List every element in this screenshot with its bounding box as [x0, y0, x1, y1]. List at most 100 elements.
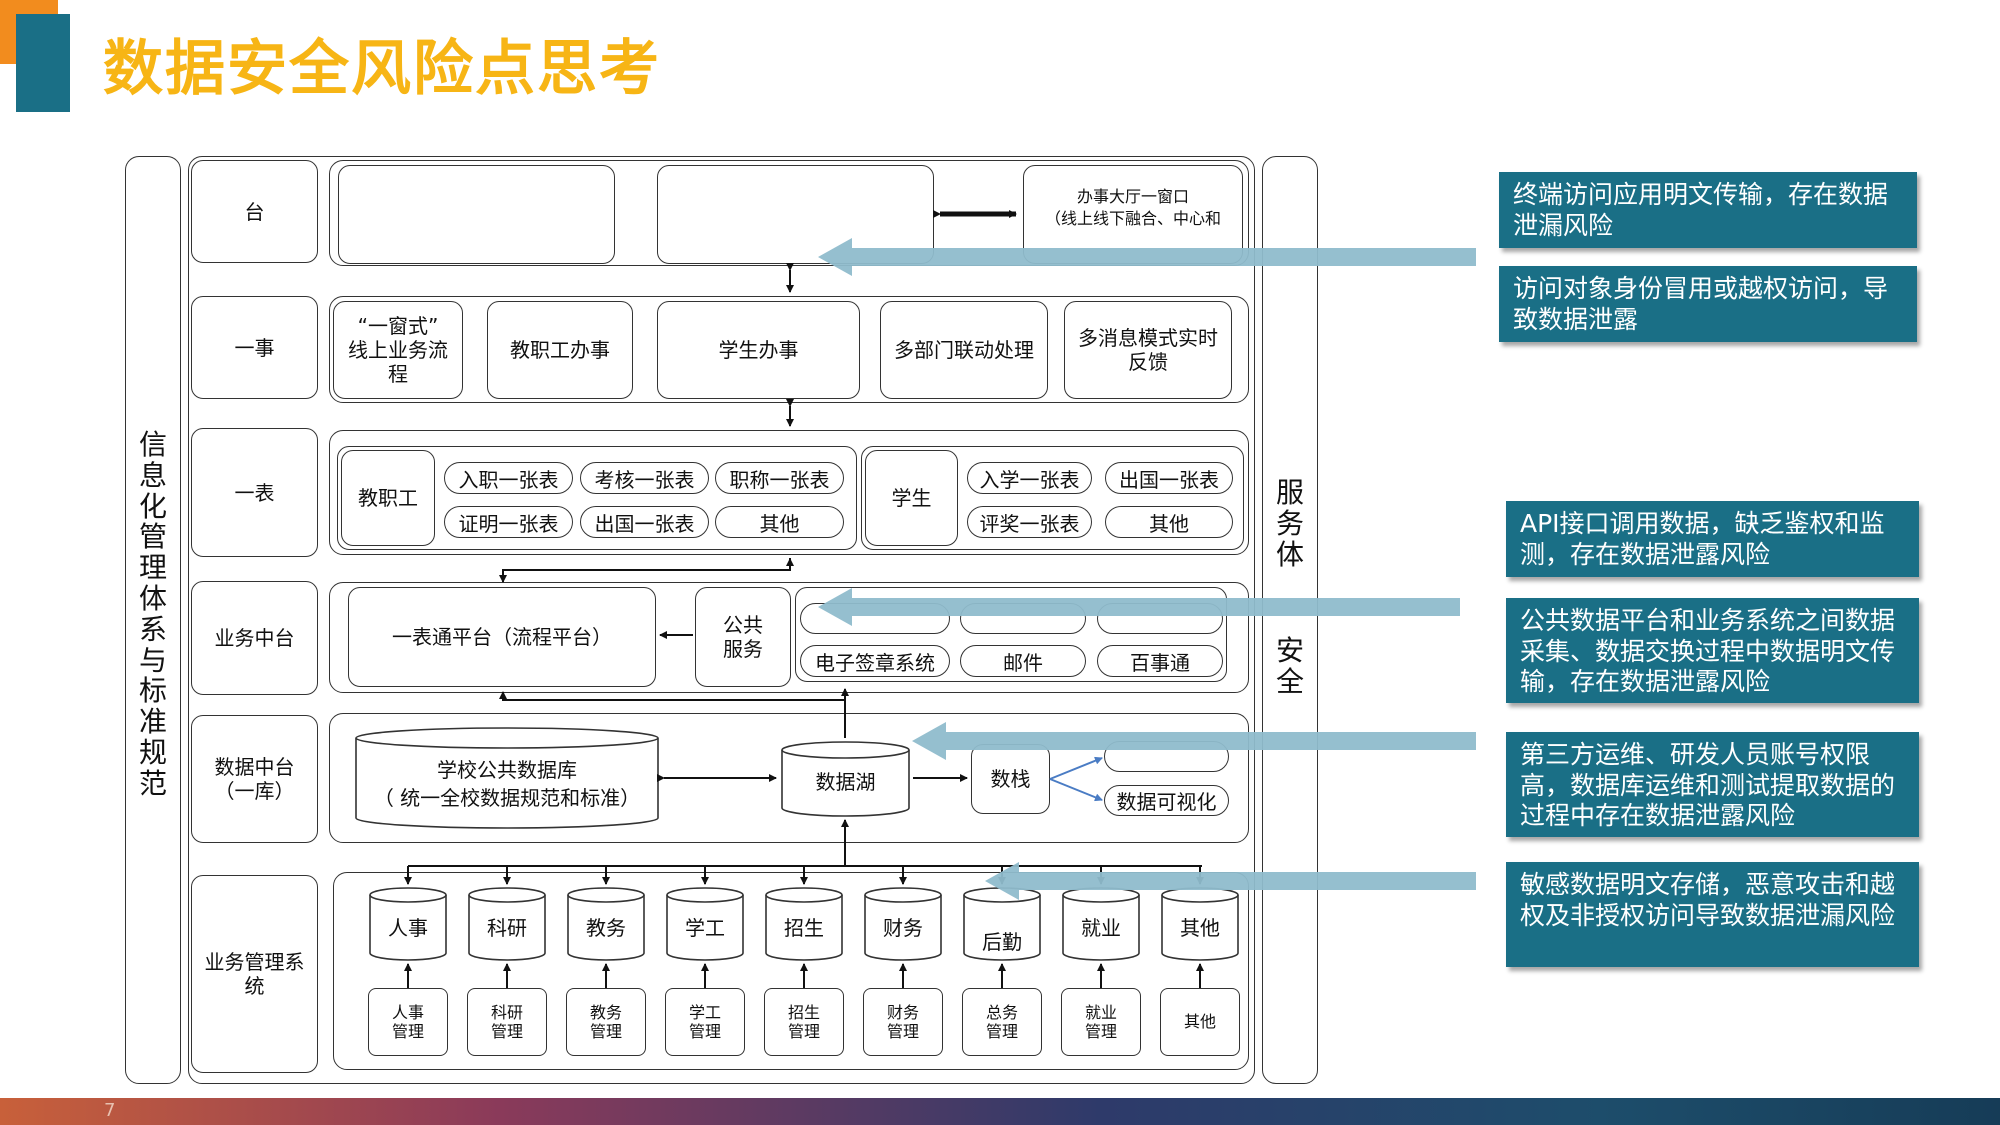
- vertical-char: 化: [138, 489, 167, 523]
- risk-terminal-transmission: 终端访问应用明文传输，存在数据泄漏风险: [1499, 172, 1917, 248]
- vertical-char: 体: [138, 581, 167, 615]
- service-hall-box: 办事大厅一窗口 （线上线下融合、中心和: [1023, 165, 1243, 264]
- risk-third-party-ops: 第三方运维、研发人员账号权限高，数据库运维和测试提取数据的过程中存在数据泄露风险: [1506, 732, 1919, 837]
- left-standards-label: 信息化管理体系与标准规范: [125, 428, 181, 800]
- left-standards-column: [125, 156, 181, 1084]
- data-visual-pill: 数据可视化: [1104, 785, 1229, 816]
- risk-plaintext-storage: 敏感数据明文存储，恶意攻击和越权及非授权访问导致数据泄漏风险: [1506, 862, 1919, 967]
- system-management-box: 其他: [1160, 988, 1240, 1056]
- right-security-column: [1262, 156, 1318, 1084]
- system-db-label: 后勤: [982, 930, 1022, 954]
- risk-api-auth: API接口调用数据，缺乏鉴权和监测，存在数据泄露风险: [1506, 501, 1919, 577]
- baishitong-service: 百事通: [1097, 645, 1223, 677]
- system-management-box: 学工 管理: [665, 988, 745, 1056]
- staff-form-certificate: 证明一张表: [444, 506, 573, 538]
- footer-band: [0, 1098, 2000, 1125]
- vertical-char: 与: [138, 643, 167, 677]
- vertical-char: 信: [138, 428, 167, 461]
- student-form-award: 评奖一张表: [967, 506, 1092, 538]
- data-lake-cylinder: 数据湖: [780, 740, 911, 818]
- system-db-label: 教务: [586, 916, 626, 940]
- system-db-label: 学工: [685, 916, 725, 940]
- service-blank-1: [800, 603, 950, 634]
- multi-dept-box: 多部门联动处理: [880, 301, 1048, 399]
- right-security-label-bottom: 安全: [1262, 634, 1318, 698]
- system-db-cylinder: 学工: [665, 886, 745, 962]
- public-database-label: 学校公共数据库: [437, 758, 577, 782]
- staff-form-title: 职称一张表: [715, 462, 844, 494]
- platform-blank-box-1: [338, 165, 615, 264]
- mail-service: 邮件: [960, 645, 1086, 677]
- e-signature-service: 电子签章系统: [800, 645, 950, 677]
- student-label-box: 学生: [865, 450, 958, 546]
- vertical-char: 全: [1275, 664, 1304, 698]
- system-db-cylinder: 就业: [1061, 886, 1141, 962]
- staff-form-assessment: 考核一张表: [580, 462, 709, 494]
- staff-form-onboard: 入职一张表: [444, 462, 573, 494]
- system-db-cylinder: 其他: [1160, 886, 1240, 962]
- staff-form-abroad: 出国一张表: [580, 506, 709, 538]
- system-db-cylinder: 教务: [566, 886, 646, 962]
- service-blank-2: [960, 603, 1086, 634]
- vertical-char: 体: [1275, 537, 1304, 571]
- system-management-box: 人事 管理: [368, 988, 448, 1056]
- student-form-enroll: 入学一张表: [967, 462, 1092, 494]
- system-db-label: 财务: [883, 916, 923, 940]
- vertical-char: 标: [138, 674, 167, 708]
- vertical-char: 准: [138, 705, 167, 739]
- row-label-affairs: 一事: [191, 296, 318, 399]
- platform-blank-box-2: [657, 165, 934, 264]
- one-window-box: “一窗式” 线上业务流 程: [333, 301, 463, 399]
- system-management-box: 招生 管理: [764, 988, 844, 1056]
- row-label-business-systems: 业务管理系 统: [191, 875, 318, 1073]
- vertical-char: 安: [1275, 634, 1304, 667]
- row-label-business-middle: 业务中台: [191, 581, 318, 695]
- vertical-char: 服: [1275, 476, 1304, 509]
- vertical-char: 息: [138, 458, 167, 492]
- system-db-cylinder: 人事: [368, 886, 448, 962]
- system-db-label: 招生: [784, 916, 824, 940]
- system-management-box: 就业 管理: [1061, 988, 1141, 1056]
- risk-identity-spoofing: 访问对象身份冒用或越权访问，导致数据泄露: [1499, 266, 1917, 342]
- service-blank-3: [1097, 603, 1223, 634]
- staff-form-other: 其他: [715, 506, 844, 538]
- public-database-sublabel: （ 统一全校数据规范和标准）: [373, 786, 641, 810]
- student-form-other: 其他: [1105, 506, 1233, 538]
- system-db-cylinder: 后勤: [962, 886, 1042, 962]
- student-affairs-box: 学生办事: [657, 301, 860, 399]
- accent-teal-block: [16, 14, 70, 112]
- system-db-label: 科研: [487, 916, 527, 940]
- right-security-label-top: 服务体: [1262, 476, 1318, 571]
- vertical-char: 规: [138, 735, 167, 769]
- slide-title: 数据安全风险点思考: [103, 34, 661, 104]
- row-label-platform: 台: [191, 160, 318, 263]
- system-db-cylinder: 招生: [764, 886, 844, 962]
- row-label-data-middle: 数据中台 （一库）: [191, 715, 318, 843]
- vertical-char: 范: [138, 766, 167, 800]
- row-label-forms: 一表: [191, 428, 318, 557]
- system-management-box: 财务 管理: [863, 988, 943, 1056]
- staff-affairs-box: 教职工办事: [487, 301, 633, 399]
- system-management-box: 教务 管理: [566, 988, 646, 1056]
- public-service-box: 公共 服务: [695, 587, 791, 687]
- multi-message-box: 多消息模式实时 反馈: [1064, 301, 1232, 399]
- system-db-label: 其他: [1180, 916, 1220, 940]
- system-db-label: 人事: [388, 916, 428, 940]
- public-database-cylinder: 学校公共数据库 （ 统一全校数据规范和标准）: [354, 726, 660, 830]
- one-form-platform-box: 一表通平台（流程平台）: [348, 587, 656, 687]
- vertical-char: 管: [138, 520, 167, 554]
- student-form-abroad: 出国一张表: [1105, 462, 1233, 494]
- staff-label-box: 教职工: [341, 450, 435, 546]
- data-lake-label: 数据湖: [815, 770, 876, 794]
- system-db-label: 就业: [1081, 916, 1121, 940]
- data-blank-pill: [1104, 741, 1229, 772]
- system-management-box: 总务 管理: [962, 988, 1042, 1056]
- risk-data-exchange: 公共数据平台和业务系统之间数据采集、数据交换过程中数据明文传输，存在数据泄露风险: [1506, 598, 1919, 703]
- system-management-box: 科研 管理: [467, 988, 547, 1056]
- system-db-cylinder: 科研: [467, 886, 547, 962]
- system-db-cylinder: 财务: [863, 886, 943, 962]
- vertical-char: 理: [138, 551, 167, 585]
- data-stack-box: 数栈: [971, 744, 1050, 814]
- vertical-char: 务: [1275, 506, 1304, 540]
- vertical-char: 系: [138, 612, 167, 646]
